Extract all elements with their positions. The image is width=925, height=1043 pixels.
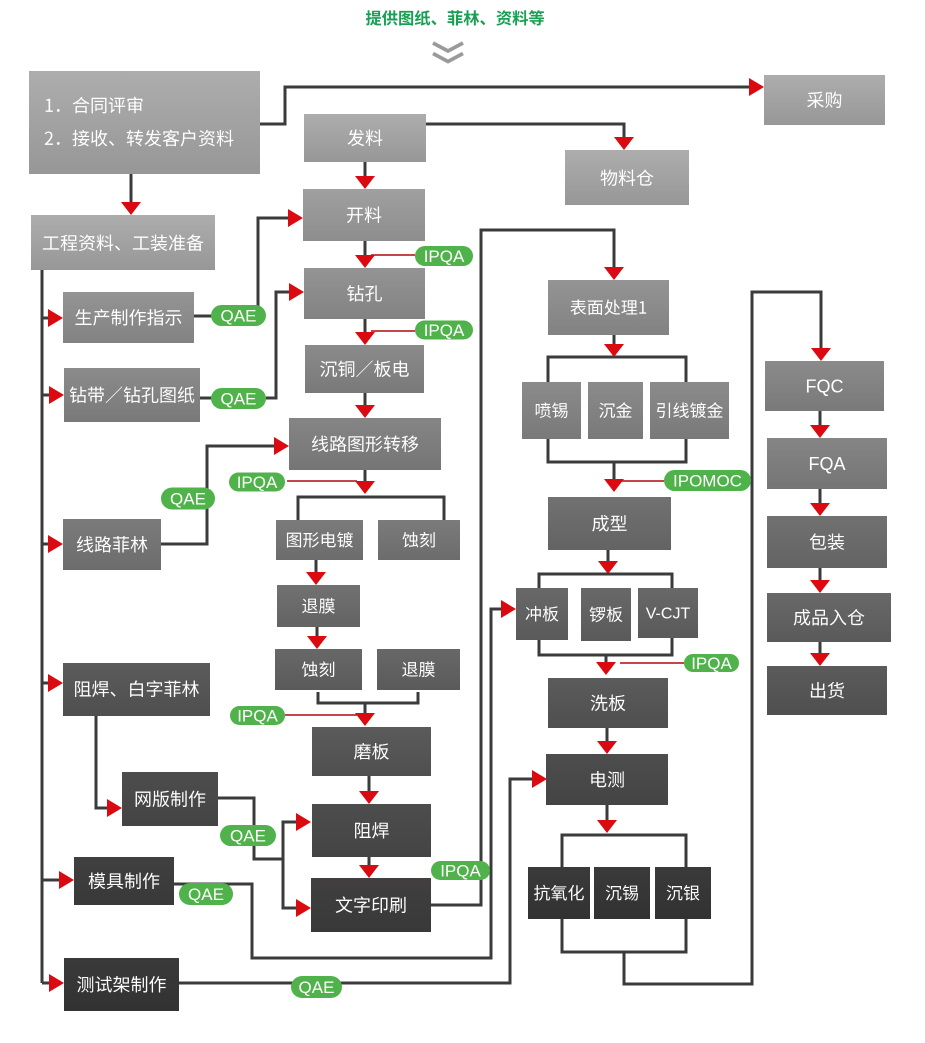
svg-text:V-CJT: V-CJT <box>646 606 691 623</box>
svg-text:IPQA: IPQA <box>440 862 481 881</box>
svg-text:IPQA: IPQA <box>237 473 278 492</box>
svg-text:QAE: QAE <box>221 390 257 409</box>
svg-text:QAE: QAE <box>230 827 266 846</box>
svg-text:QAE: QAE <box>299 978 335 997</box>
svg-text:QAE: QAE <box>170 490 206 509</box>
svg-text:IPQA: IPQA <box>691 654 732 673</box>
svg-text:IPQA: IPQA <box>424 321 465 340</box>
svg-text:QAE: QAE <box>188 885 224 904</box>
svg-text:IPQA: IPQA <box>424 247 465 266</box>
svg-text:IPQA: IPQA <box>237 707 278 726</box>
svg-text:FQA: FQA <box>808 454 845 474</box>
svg-text:QAE: QAE <box>221 307 257 326</box>
svg-text:IPOMOC: IPOMOC <box>673 472 742 491</box>
svg-text:FQC: FQC <box>806 376 844 396</box>
